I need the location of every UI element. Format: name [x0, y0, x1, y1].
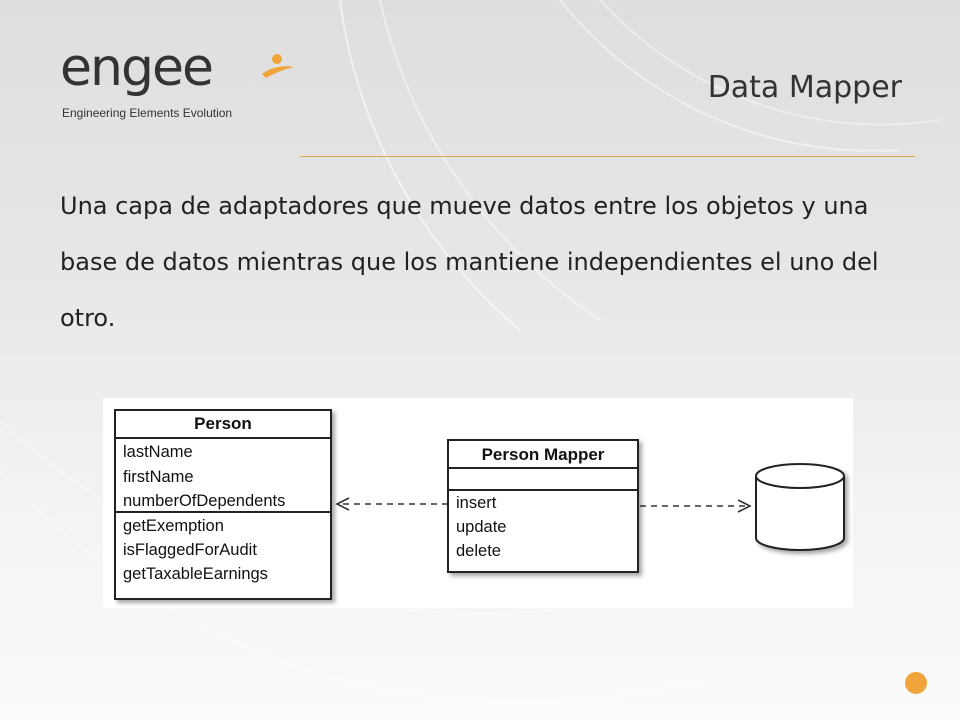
- logo-tagline: Engineering Elements Evolution: [62, 106, 233, 120]
- mapper-operation: insert: [456, 494, 497, 512]
- person-attribute: firstName: [123, 468, 194, 486]
- mapper-to-database-dependency: [640, 499, 752, 513]
- mapper-operation: update: [456, 518, 506, 536]
- diagram-canvas: Person lastName firstName numberOfDepend…: [114, 409, 845, 600]
- mapper-operation: delete: [456, 542, 501, 560]
- person-class-box: Person lastName firstName numberOfDepend…: [114, 409, 332, 600]
- slide-body-text: Una capa de adaptadores que mueve datos …: [60, 192, 879, 332]
- person-attribute: lastName: [123, 443, 193, 461]
- accent-dot: [905, 672, 927, 694]
- data-mapper-diagram: Person lastName firstName numberOfDepend…: [103, 398, 853, 608]
- title-divider: [300, 156, 915, 157]
- person-attribute: numberOfDependents: [123, 492, 285, 510]
- person-operation: isFlaggedForAudit: [123, 541, 257, 559]
- person-operation: getTaxableEarnings: [123, 565, 268, 583]
- person-operation: getExemption: [123, 517, 224, 535]
- person-mapper-class-box: Person Mapper insert update delete: [447, 439, 639, 573]
- database-cylinder-icon: [755, 463, 845, 551]
- mapper-to-person-dependency: [335, 497, 448, 511]
- logo-swoosh-icon: [262, 54, 294, 78]
- logo-wordmark: engee: [60, 38, 214, 98]
- mapper-class-name: Person Mapper: [482, 445, 605, 464]
- slide-title: Data Mapper: [707, 70, 902, 105]
- person-class-name: Person: [194, 414, 252, 433]
- engee-logo: engee Engineering Elements Evolution: [60, 38, 300, 128]
